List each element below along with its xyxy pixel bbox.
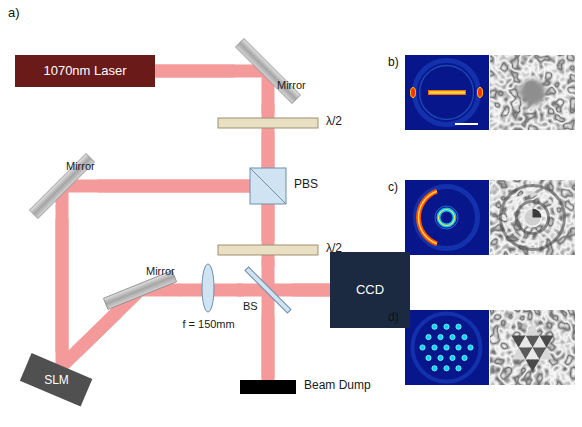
mirror: Mirror	[29, 153, 98, 219]
mirror: Mirror	[103, 262, 179, 312]
panel-label: a)	[8, 6, 20, 21]
beam-splitter-cube: PBS	[250, 168, 322, 204]
slm-outline	[20, 353, 92, 406]
half-wave-plate: λ/2	[218, 114, 350, 132]
laser-beam	[56, 219, 69, 352]
laser-beam	[237, 284, 243, 297]
laser-beam	[155, 65, 235, 78]
laser-beam	[292, 284, 330, 297]
laser-beam	[76, 312, 117, 352]
scale-bar	[455, 123, 478, 125]
intensity-image	[405, 55, 489, 130]
panel-label-holder: c)	[388, 181, 398, 195]
lens: f = 150mm	[180, 264, 237, 334]
intensity-image	[405, 180, 489, 255]
laser-beam	[179, 284, 180, 297]
laser-beam	[262, 316, 275, 378]
wave-plate	[218, 118, 318, 128]
component-label: Mirror	[146, 265, 175, 278]
component-label: PBS	[294, 178, 318, 192]
component-label: Beam Dump	[304, 379, 371, 393]
beam-splitter: BS	[243, 266, 292, 316]
component-label: Mirror	[277, 79, 306, 92]
laser-beam	[262, 132, 275, 168]
component-label: Mirror	[66, 160, 95, 173]
intensity-image	[405, 310, 489, 385]
component-label: SLM	[44, 374, 69, 388]
phase-image	[490, 180, 575, 255]
laser-beam-path	[62, 71, 330, 381]
panel-label-holder: b)	[388, 56, 399, 70]
mirror: Mirror	[235, 38, 310, 104]
component-label: CCD	[356, 283, 384, 298]
laser-beam	[98, 180, 250, 193]
panel-label: c)	[388, 181, 398, 195]
laser-box-outline	[15, 55, 155, 87]
component-label: BS	[243, 300, 258, 313]
wave-plate	[218, 245, 318, 255]
slm-box: SLM	[19, 352, 94, 409]
cube-outline	[250, 168, 286, 204]
laser-beam	[62, 186, 330, 366]
camera-box-outline	[330, 252, 410, 328]
focal-length-label: f = 150mm	[182, 318, 234, 331]
laser-beam	[262, 104, 275, 114]
beam-dump: Beam Dump	[240, 378, 374, 396]
panel-label: b)	[388, 56, 399, 70]
lens-outline	[202, 264, 214, 312]
panel-label: d)	[388, 311, 399, 325]
laser-box: 1070nm Laser	[15, 55, 155, 87]
dump-block	[240, 380, 296, 394]
panel-label-holder: a)	[8, 6, 20, 21]
phase-image	[490, 310, 575, 385]
laser-beam	[262, 259, 275, 266]
mirror-surface	[235, 38, 300, 103]
mirror-surface	[29, 153, 94, 218]
laser-beam	[262, 204, 275, 241]
phase-image	[490, 55, 575, 130]
panel-label-holder: d)	[388, 311, 399, 325]
cube-diagonal	[250, 168, 286, 204]
component-label: 1070nm Laser	[43, 64, 126, 79]
mirror-shape	[235, 38, 310, 104]
component-label: λ/2	[326, 115, 342, 129]
